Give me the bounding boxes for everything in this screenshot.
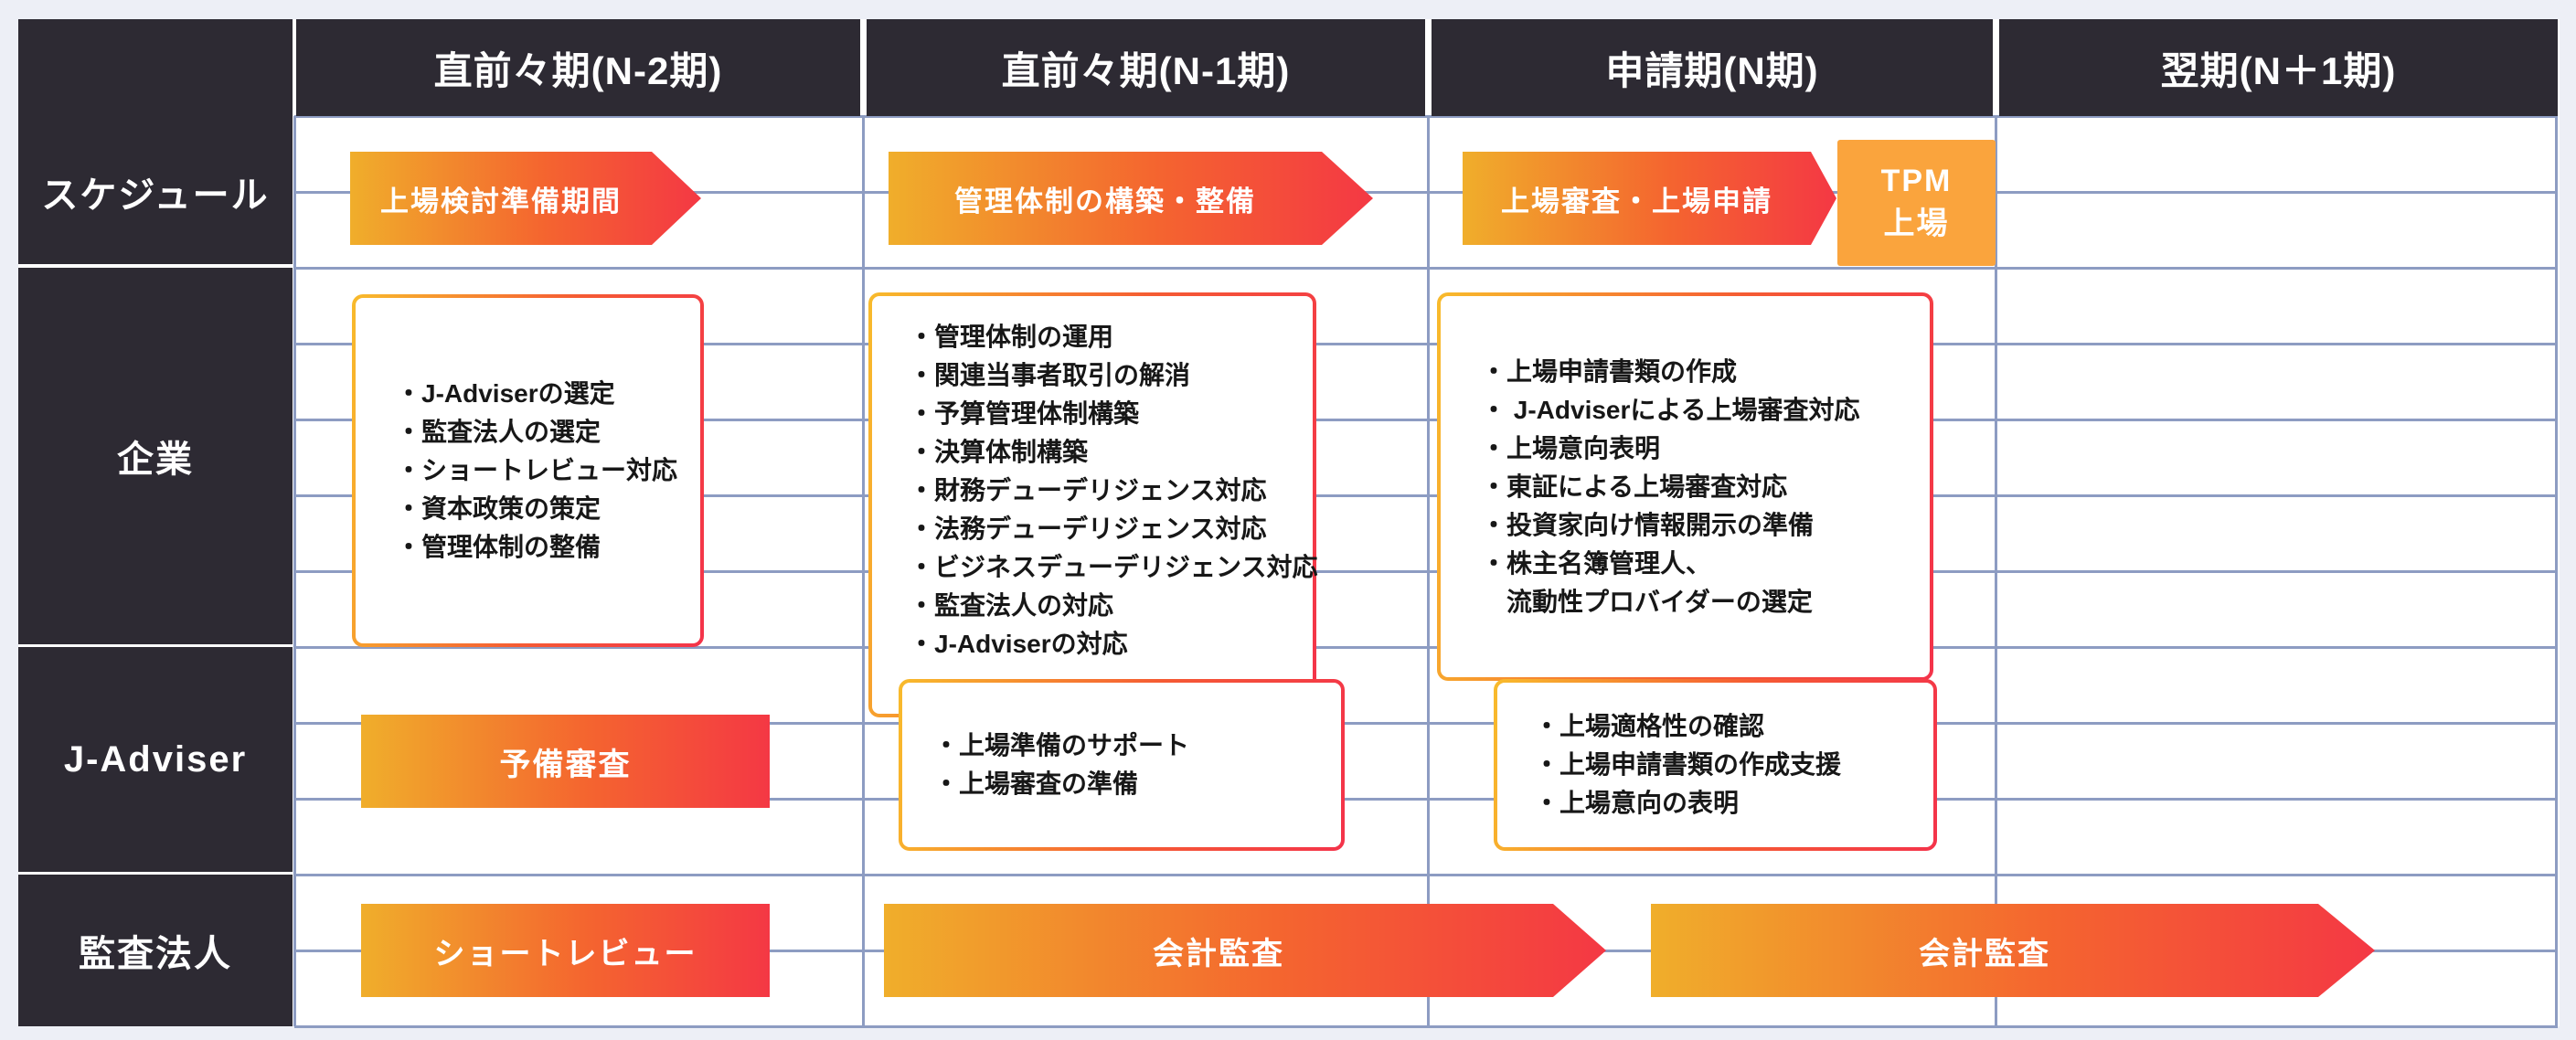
list-item: ・予算管理体制構築 (909, 399, 1140, 428)
list-item: 流動性プロバイダーの選定 (1481, 587, 1813, 616)
grid-hline (294, 874, 2558, 876)
row-label-company: 企業 (18, 268, 293, 644)
header-col-n: 申請期(N期) (1432, 19, 1993, 116)
grid-hline (294, 798, 2558, 801)
grid-hline (294, 343, 2558, 345)
grid-hline (294, 570, 2558, 573)
schedule-arrow-n2: 上場検討準備期間 (350, 152, 701, 245)
list-item: ・投資家向け情報開示の準備 (1481, 510, 1815, 539)
list-item: ・J-Adviserの対応 (909, 630, 1128, 658)
grid-hline (294, 1025, 2558, 1028)
jadviser-box-n1: ・上場準備のサポート・上場審査の準備 (899, 679, 1345, 851)
list-item: ・株主名簿管理人、 (1481, 548, 1712, 578)
list-item: ・法務デューデリジェンス対応 (909, 515, 1267, 543)
jadviser-bar-label: 予備審査 (499, 747, 632, 782)
tpm-box-line1: TPM (1880, 164, 1953, 198)
audit-arrow-n: 会計監査 (1651, 904, 2375, 997)
row-label-schedule: スケジュール (18, 19, 293, 264)
jadviser-box-n1-list: ・上場準備のサポート・上場審査の準備 (902, 683, 1341, 847)
audit-arrow-n-label: 会計監査 (1919, 936, 2050, 971)
list-item: ・資本政策の策定 (396, 494, 601, 523)
list-item: ・上場審査の準備 (933, 769, 1139, 798)
grid-hline (294, 494, 2558, 497)
list-item: ・上場適格性の確認 (1534, 712, 1765, 740)
jadviser-box-n-list: ・上場適格性の確認・上場申請書類の作成支援・上場意向の表明 (1497, 683, 1933, 847)
grid-vline (2555, 116, 2558, 1026)
list-item: ・上場申請書類の作成 (1481, 356, 1738, 386)
company-box-n1: ・管理体制の運用・関連当事者取引の解消・予算管理体制構築・決算体制構築・財務デュ… (868, 292, 1318, 717)
grid-vline (862, 116, 865, 1026)
list-item: ・ショートレビュー対応 (396, 456, 678, 484)
grid-hline (294, 267, 2558, 270)
list-item: ・J-Adviserの選定 (396, 379, 615, 408)
schedule-arrow-n2-label: 上場検討準備期間 (380, 185, 622, 218)
grid-hline (294, 115, 2558, 118)
company-box-n2-list: ・J-Adviserの選定・監査法人の選定・ショートレビュー対応・資本政策の策定… (356, 298, 700, 643)
header-col-n2: 直前々期(N-2期) (296, 19, 860, 116)
company-box-n2: ・J-Adviserの選定・監査法人の選定・ショートレビュー対応・資本政策の策定… (352, 294, 704, 647)
jadviser-bar-preliminary-review: 予備審査 (361, 715, 770, 808)
list-item: ・財務デューデリジェンス対応 (909, 476, 1267, 504)
list-item: ・ビジネスデューデリジェンス対応 (909, 553, 1318, 581)
audit-bar-short-review: ショートレビュー (361, 904, 770, 997)
schedule-arrow-n1-label: 管理体制の構築・整備 (954, 185, 1256, 218)
grid-hline (294, 722, 2558, 725)
schedule-arrow-n1: 管理体制の構築・整備 (889, 152, 1373, 245)
schedule-arrow-n: 上場審査・上場申請 (1463, 152, 1836, 245)
list-item: ・ J-Adviserによる上場審査対応 (1481, 395, 1860, 424)
grid-hline (294, 419, 2558, 421)
list-item: ・決算体制構築 (909, 438, 1089, 466)
row-label-jadviser: J-Adviser (18, 647, 293, 872)
row-label-audit-firm: 監査法人 (18, 875, 293, 1026)
schedule-arrow-n-label: 上場審査・上場申請 (1501, 185, 1772, 218)
list-item: ・上場申請書類の作成支援 (1534, 750, 1842, 779)
header-col-n-plus-1: 翌期(N＋1期) (1999, 19, 2558, 116)
list-item: ・監査法人の選定 (396, 418, 601, 446)
company-box-n: ・上場申請書類の作成・ J-Adviserによる上場審査対応・上場意向表明・東証… (1437, 292, 1933, 681)
list-item: ・関連当事者取引の解消 (909, 361, 1191, 389)
list-item: ・監査法人の対応 (909, 591, 1114, 620)
list-item: ・管理体制の整備 (396, 533, 601, 561)
grid-vline (1995, 116, 1997, 1026)
list-item: ・上場意向の表明 (1534, 789, 1740, 817)
tpm-box-line2: 上場 (1883, 207, 1950, 241)
list-item: ・管理体制の運用 (909, 323, 1114, 351)
tpm-listing-box: TPM 上場 (1837, 140, 1996, 266)
list-item: ・上場準備のサポート (933, 731, 1190, 759)
header-col-n1: 直前々期(N-1期) (867, 19, 1425, 116)
company-box-n-list: ・上場申請書類の作成・ J-Adviserによる上場審査対応・上場意向表明・東証… (1441, 296, 1930, 677)
list-item: ・東証による上場審査対応 (1481, 472, 1788, 501)
grid-hline (294, 646, 2558, 649)
jadviser-box-n: ・上場適格性の確認・上場申請書類の作成支援・上場意向の表明 (1494, 679, 1937, 851)
grid-hline (294, 191, 2558, 194)
grid-vline (293, 116, 296, 1026)
audit-arrow-n1: 会計監査 (884, 904, 1606, 997)
audit-arrow-n1-label: 会計監査 (1153, 936, 1284, 971)
list-item: ・上場意向表明 (1481, 433, 1661, 462)
grid-vline (1427, 116, 1430, 1026)
audit-bar-short-review-label: ショートレビュー (433, 936, 697, 971)
company-box-n1-list: ・管理体制の運用・関連当事者取引の解消・予算管理体制構築・決算体制構築・財務デュ… (872, 296, 1318, 714)
